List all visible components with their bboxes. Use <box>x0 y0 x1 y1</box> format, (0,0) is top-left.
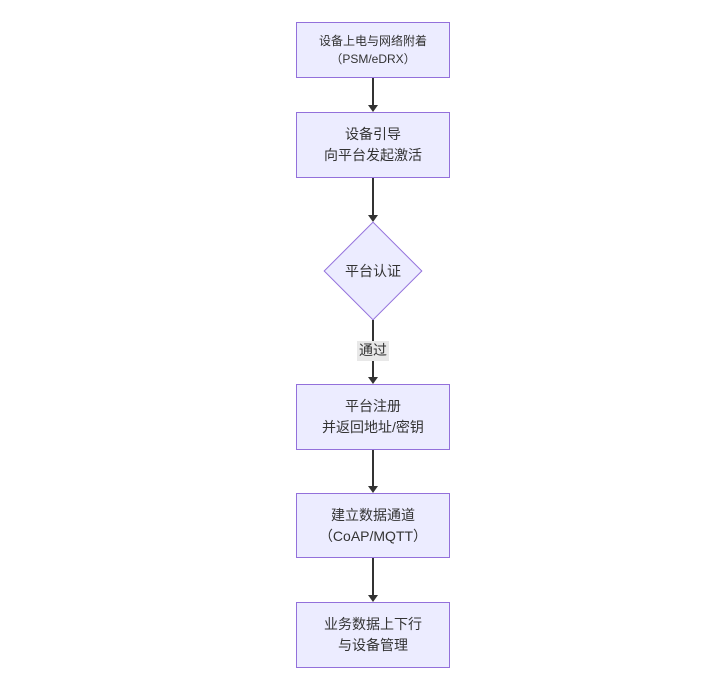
node-boot-activate: 设备引导 向平台发起激活 <box>296 112 450 178</box>
node-label-line: 向平台发起激活 <box>324 147 422 163</box>
arrowhead-down-icon <box>368 595 378 602</box>
node-label-line: （PSM/eDRX） <box>330 52 416 66</box>
arrowhead-down-icon <box>368 215 378 222</box>
node-platform-register: 平台注册 并返回地址/密钥 <box>296 384 450 450</box>
edge-line <box>372 450 374 486</box>
node-label-line: 并返回地址/密钥 <box>322 419 424 435</box>
node-label-line: 业务数据上下行 <box>324 616 422 632</box>
edge-line <box>372 178 374 215</box>
node-label-line: 与设备管理 <box>338 637 408 653</box>
node-business-data: 业务数据上下行 与设备管理 <box>296 602 450 668</box>
node-power-network-attach: 设备上电与网络附着 （PSM/eDRX） <box>296 22 450 78</box>
node-data-channel: 建立数据通道 （CoAP/MQTT） <box>296 493 450 558</box>
node-label-line: 设备引导 <box>345 126 401 142</box>
node-label-line: 平台注册 <box>345 398 401 414</box>
edge-line <box>372 78 374 105</box>
edge-label-pass: 通过 <box>357 341 389 361</box>
node-platform-auth-label: 平台认证 <box>323 236 423 306</box>
node-label-line: （CoAP/MQTT） <box>318 527 428 544</box>
node-label-line: 设备上电与网络附着 <box>318 34 427 48</box>
node-label-line: 平台认证 <box>345 263 401 279</box>
arrowhead-down-icon <box>368 486 378 493</box>
edge-line <box>372 558 374 595</box>
arrowhead-down-icon <box>368 377 378 384</box>
node-label-line: 建立数据通道 <box>331 506 415 523</box>
arrowhead-down-icon <box>368 105 378 112</box>
